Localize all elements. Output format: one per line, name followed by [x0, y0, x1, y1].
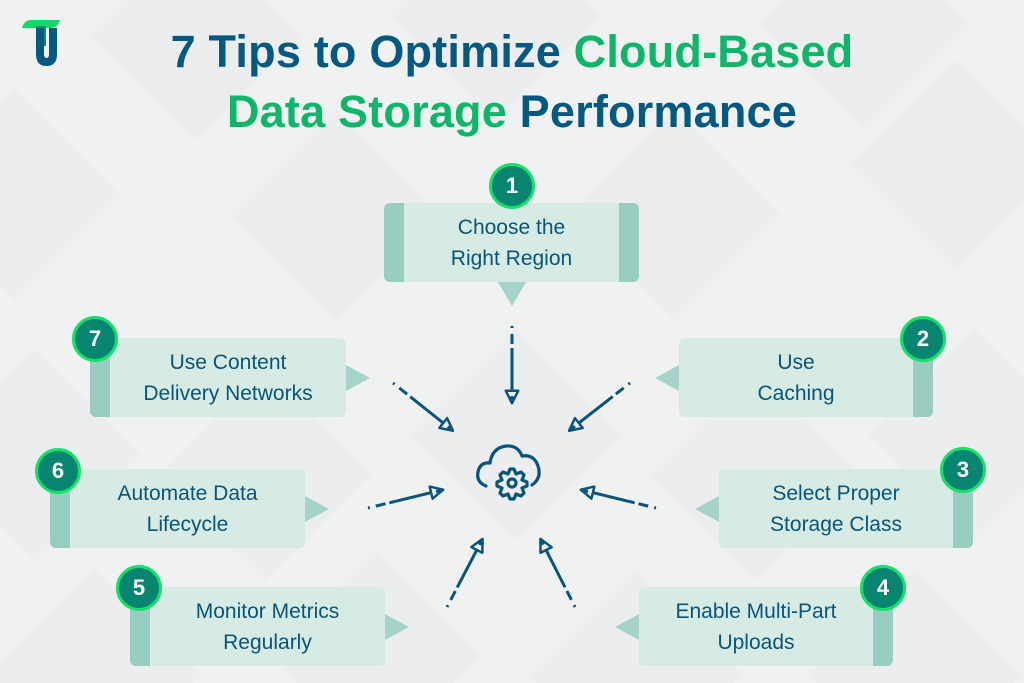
tip-text: Monitor Metrics Regularly	[195, 599, 340, 654]
title-green-part: Cloud-Based	[573, 26, 854, 77]
tip-badge-6: 6	[35, 448, 81, 494]
tip-text: Select Proper Storage Class	[770, 481, 902, 536]
tip-badge-4: 4	[860, 565, 906, 611]
tip-pointer	[615, 614, 639, 640]
arrow-from-tip-2	[567, 381, 631, 433]
tu-logo-icon	[22, 20, 60, 66]
tip-pointer	[498, 282, 526, 306]
tip-pointer	[695, 496, 719, 522]
tip-text: Use Caching	[757, 350, 835, 405]
tip-text: Automate Data Lifecycle	[117, 481, 258, 536]
tip-pointer	[655, 365, 679, 391]
tip-badge-1: 1	[489, 163, 535, 209]
tip-card-2: Use Caching	[679, 338, 933, 417]
tip-text: Use Content Delivery Networks	[143, 350, 313, 405]
arrow-from-tip-6	[367, 485, 445, 510]
tip-card-1: Choose the Right Region	[384, 203, 639, 282]
title-blue-part: Performance	[519, 86, 797, 137]
arrow-from-tip-7	[392, 381, 455, 433]
arrow-from-tip-3	[579, 485, 657, 510]
tip-card-6: Automate Data Lifecycle	[50, 469, 305, 548]
tip-pointer	[346, 365, 370, 391]
cloud-gear-icon	[476, 444, 541, 501]
tip-pointer	[385, 614, 409, 640]
tip-card-3: Select Proper Storage Class	[719, 469, 973, 548]
arrow-from-tip-4	[539, 537, 577, 608]
tip-card-7: Use Content Delivery Networks	[90, 338, 346, 417]
tip-text: Enable Multi-Part Uploads	[675, 599, 837, 654]
page-title-line-2: Data Storage Performance	[0, 84, 1024, 140]
title-green-part: Data Storage	[226, 86, 520, 137]
tip-badge-5: 5	[116, 565, 162, 611]
tip-card-5: Monitor Metrics Regularly	[130, 587, 385, 666]
tip-pointer	[305, 496, 329, 522]
tip-badge-7: 7	[72, 316, 118, 362]
title-blue-part: 7 Tips to Optimize	[170, 26, 574, 77]
tip-text: Choose the Right Region	[450, 215, 573, 270]
arrow-from-tip-5	[445, 537, 484, 608]
tip-badge-3: 3	[940, 447, 986, 493]
page-title-line-1: 7 Tips to Optimize Cloud-Based	[0, 24, 1024, 80]
tip-card-4: Enable Multi-Part Uploads	[639, 587, 893, 666]
tip-badge-2: 2	[900, 316, 946, 362]
